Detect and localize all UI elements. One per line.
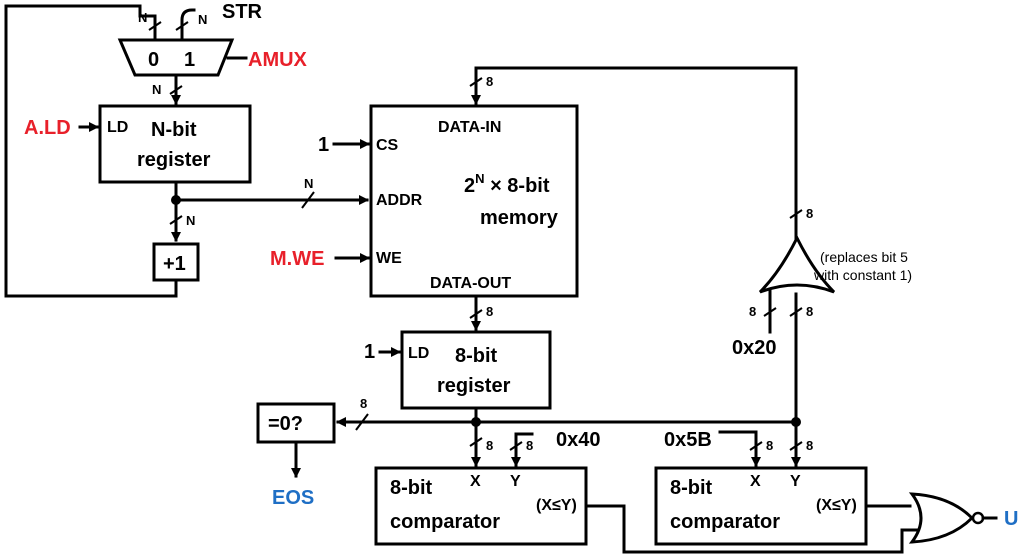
cs-constant: 1 xyxy=(318,134,329,156)
str-label: STR xyxy=(222,1,263,23)
data-register-ld-constant: 1 xyxy=(364,341,375,363)
data-in-width: 8 xyxy=(486,74,493,89)
or-note-2: with constant 1) xyxy=(813,267,912,283)
address-bus-width: N xyxy=(304,176,313,191)
or-constant: 0x20 xyxy=(732,337,777,359)
comparator-1-name-1: 8-bit xyxy=(390,477,433,499)
data-register xyxy=(400,330,552,410)
comparator-2-y-width: 8 xyxy=(806,438,813,453)
mux-in1-width: N xyxy=(198,12,207,27)
data-register-name-1: 8-bit xyxy=(455,345,498,367)
incrementer-label: +1 xyxy=(163,253,186,275)
address-register-name-2: register xyxy=(137,149,211,171)
comparator-2-port-y: Y xyxy=(790,473,801,490)
comparator-1-name-2: comparator xyxy=(390,511,500,533)
comparator-1-port-y: Y xyxy=(510,473,521,490)
nor-gate xyxy=(908,492,975,544)
a-ld-signal: A.LD xyxy=(24,117,71,139)
memory-addr-port: ADDR xyxy=(376,192,423,209)
address-register-name-1: N-bit xyxy=(151,119,197,141)
data-out-width: 8 xyxy=(486,304,493,319)
comparator-2-condition: (X≤Y) xyxy=(816,497,857,514)
incrementer-in-width: N xyxy=(186,213,195,228)
memory-we-port: WE xyxy=(376,250,402,267)
incrementer xyxy=(152,242,200,282)
memory-data-out-port: DATA-OUT xyxy=(430,275,511,292)
comparator-2-port-x: X xyxy=(750,473,761,490)
address-register-ld-port: LD xyxy=(107,119,128,136)
data-register-ld-port: LD xyxy=(408,345,429,362)
zero-check-in-width: 8 xyxy=(360,396,367,411)
comparator-2-x-constant: 0x5B xyxy=(664,429,712,451)
memory-name: memory xyxy=(480,207,559,229)
comparator-1-y-width: 8 xyxy=(526,438,533,453)
memory-cs-port: CS xyxy=(376,137,399,154)
comparator-2-x-width: 8 xyxy=(766,438,773,453)
comparator-1-x-width: 8 xyxy=(486,438,493,453)
or-in-left-width: 8 xyxy=(749,304,756,319)
u-signal: U xyxy=(1004,508,1018,530)
or-in-right-width: 8 xyxy=(806,304,813,319)
memory-data-in-port: DATA-IN xyxy=(438,119,501,136)
comparator-1 xyxy=(374,466,588,546)
comparator-2-name-2: comparator xyxy=(670,511,780,533)
m-we-signal: M.WE xyxy=(270,248,324,270)
comparator-2-name-1: 8-bit xyxy=(670,477,713,499)
mux-input-1-label: 1 xyxy=(184,49,195,71)
memory-block xyxy=(369,104,579,298)
data-register-name-2: register xyxy=(437,375,511,397)
or-note-1: (replaces bit 5 xyxy=(820,249,908,265)
eos-signal: EOS xyxy=(272,487,314,509)
address-register xyxy=(98,104,252,184)
comparator-1-port-x: X xyxy=(470,473,481,490)
memory-size: 2N × 8-bit xyxy=(464,171,550,197)
mux-input-0-label: 0 xyxy=(148,49,159,71)
comparator-1-condition: (X≤Y) xyxy=(536,497,577,514)
mux-shape xyxy=(117,38,235,77)
amux-signal: AMUX xyxy=(248,49,308,71)
comparator-1-y-constant: 0x40 xyxy=(556,429,601,451)
or-gate xyxy=(758,234,836,294)
or-out-width: 8 xyxy=(806,206,813,221)
mux-out-width: N xyxy=(152,82,161,97)
zero-check-label: =0? xyxy=(268,413,303,435)
